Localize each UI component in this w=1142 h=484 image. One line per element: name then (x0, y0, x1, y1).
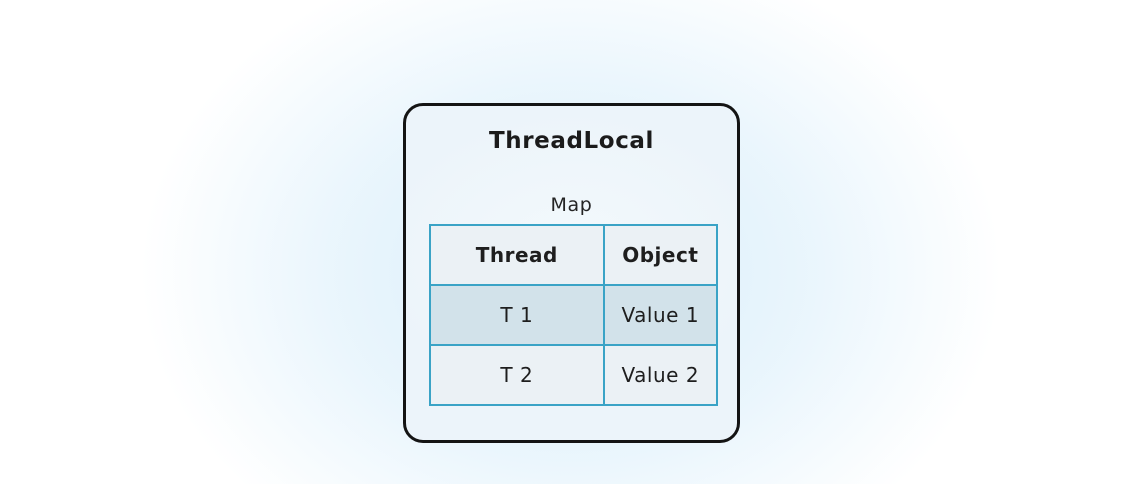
table-row-t2: T 2 Value 2 (429, 344, 719, 406)
threadlocal-box: ThreadLocal Map Thread Object T 1 Value … (403, 103, 740, 443)
cell-object-value1: Value 1 (602, 284, 719, 346)
table-row-t1: T 1 Value 1 (429, 284, 719, 346)
cell-thread-t2: T 2 (429, 344, 605, 406)
map-label: Map (550, 194, 593, 216)
box-title: ThreadLocal (488, 128, 655, 154)
column-header-object: Object (602, 224, 719, 286)
column-header-thread: Thread (429, 224, 605, 286)
table-header-row: Thread Object (429, 224, 719, 286)
threadlocal-map-table: Thread Object T 1 Value 1 T 2 Value 2 (429, 224, 719, 406)
cell-thread-t1: T 1 (429, 284, 605, 346)
cell-object-value2: Value 2 (602, 344, 719, 406)
